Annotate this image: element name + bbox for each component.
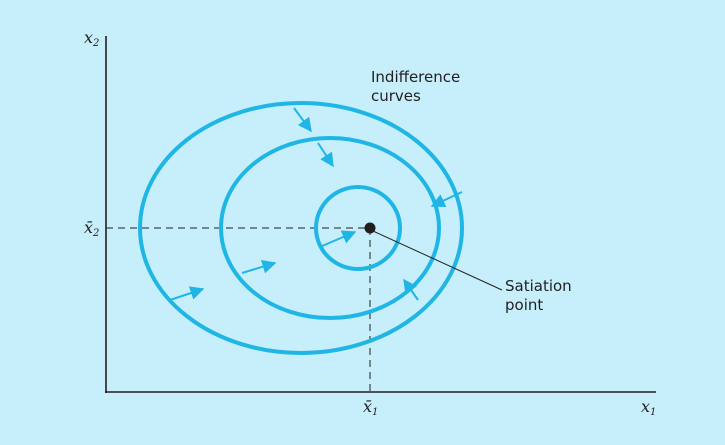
x-axis-label: x1 (641, 397, 656, 418)
arrow-left-outer (169, 286, 205, 301)
curves-label-line2: curves (371, 87, 421, 105)
satiation-label-line1: Satiation (505, 277, 572, 295)
indifference-curve-middle (219, 136, 441, 320)
y-axis-label: x2 (84, 28, 99, 49)
x-bar-label: x̄1 (363, 397, 378, 418)
arrow-left-inner (321, 230, 357, 247)
arrow-left-middle (241, 259, 277, 274)
satiation-point (364, 222, 376, 234)
indifference-curve-inner (314, 185, 402, 271)
curves-label-line1: Indifference (371, 68, 460, 86)
arrow-top-outer (293, 107, 312, 133)
satiation-leader-line (372, 230, 503, 291)
satiation-label-line2: point (505, 296, 543, 314)
indifference-curve-outer (138, 101, 464, 355)
arrow-top-middle (317, 142, 334, 168)
arrow-right-lower (403, 278, 419, 301)
y-bar-label: x̄2 (84, 218, 99, 239)
arrow-right-upper (430, 191, 463, 208)
